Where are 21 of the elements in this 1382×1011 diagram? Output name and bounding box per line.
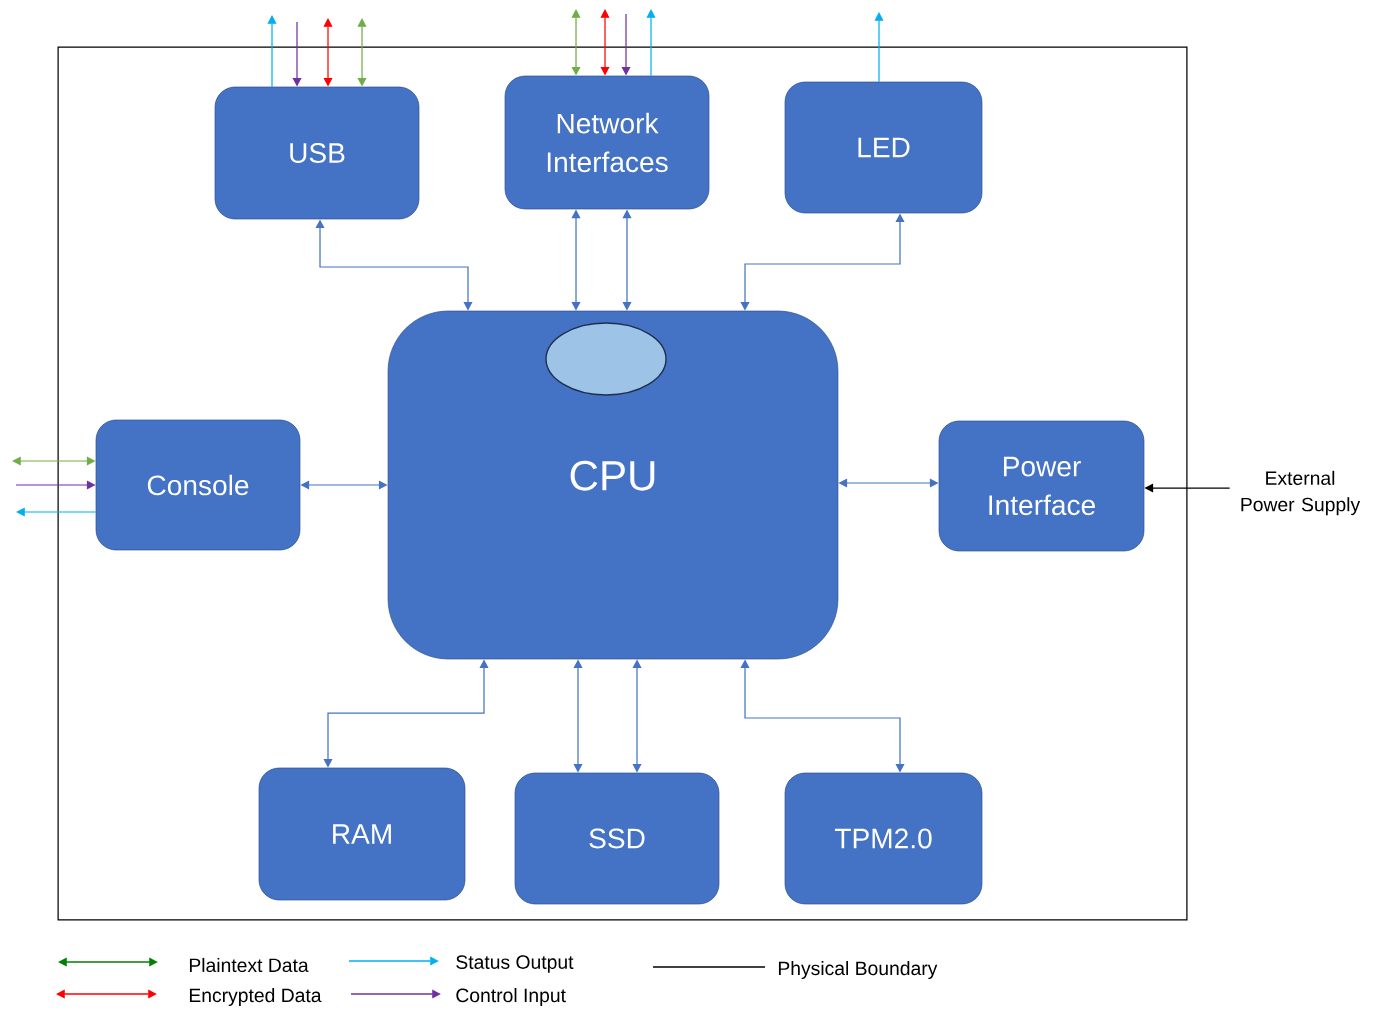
arrow [16,507,97,517]
component-box: CPU [387,310,839,660]
legend-text: Physical Boundary [778,961,938,979]
legend-text: Status Output [456,955,574,973]
legend-text: Control Input [456,988,566,1006]
component-box: RAM [258,767,466,901]
ellipse [545,322,667,396]
component-box: LED [784,81,983,214]
component-box: SSD [514,772,720,905]
component-box: Network Interfaces [504,75,710,210]
legend-text: Plaintext Data [189,957,309,973]
arrow [874,12,884,83]
component-box: Power Interface [938,420,1145,552]
component-box: TPM2.0 [784,772,983,905]
boundary-rectangle [57,46,1188,921]
legend-text: Encrypted Data [189,988,322,1006]
component-box: USB [214,86,420,220]
arrow [267,15,277,88]
component-box: Console [95,419,301,551]
arrow [646,9,656,77]
external-label: External Power Supply [1241,470,1361,516]
